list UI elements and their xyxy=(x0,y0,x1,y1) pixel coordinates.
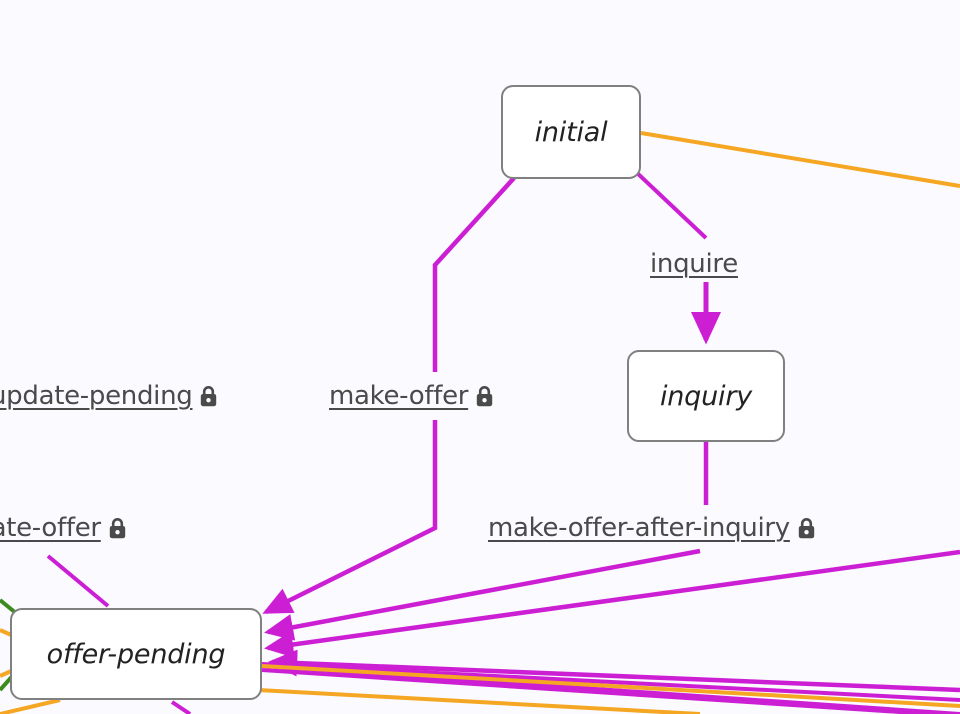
edge-initial-to-offer-pending-tail xyxy=(262,420,438,615)
edge-outgoing-right-1 xyxy=(261,662,960,702)
edge-initial-right-orange xyxy=(640,131,960,188)
edge-incoming-right-1 xyxy=(263,549,960,658)
node-initial-label: initial xyxy=(534,116,608,148)
edge-outgoing-right-3 xyxy=(261,668,931,714)
edge-label-make-offer[interactable]: make-offer xyxy=(327,380,497,412)
lock-icon xyxy=(797,517,816,539)
edge-incoming-right-2 xyxy=(267,649,960,693)
node-inquiry[interactable]: inquiry xyxy=(627,350,785,442)
edge-label-update-offer[interactable]: update-offer xyxy=(0,512,129,544)
edge-label-update-pending[interactable]: update-pending xyxy=(0,380,221,412)
edge-outgoing-bottom-orange xyxy=(257,688,701,714)
edge-update-offer-to-offer-pending xyxy=(46,554,110,608)
edge-initial-to-offer-pending xyxy=(432,176,516,372)
edge-inquiry-to-offer-pending-tail xyxy=(264,548,701,641)
edge-bottom-magenta xyxy=(170,700,192,714)
lock-icon xyxy=(199,385,218,407)
edge-label-update-pending-text: update-pending xyxy=(0,381,193,411)
edge-label-make-offer-after-inquiry-text: make-offer-after-inquiry xyxy=(488,513,790,543)
node-offer-pending-label: offer-pending xyxy=(46,638,226,670)
edge-label-make-offer-text: make-offer xyxy=(329,381,469,411)
node-offer-pending[interactable]: offer-pending xyxy=(10,608,262,700)
lock-icon xyxy=(475,385,494,407)
lock-icon xyxy=(108,517,127,539)
edge-label-make-offer-after-inquiry[interactable]: make-offer-after-inquiry xyxy=(486,512,818,544)
edge-initial-to-inquiry xyxy=(634,170,708,240)
edge-outgoing-right-orange xyxy=(261,664,960,708)
node-initial[interactable]: initial xyxy=(501,85,641,179)
edge-label-update-offer-text: update-offer xyxy=(0,513,101,543)
edge-left-orange-3 xyxy=(0,698,61,714)
edge-label-inquire[interactable]: inquire xyxy=(648,248,740,280)
node-inquiry-label: inquiry xyxy=(659,380,753,412)
edge-label-inquire-text: inquire xyxy=(650,249,738,279)
